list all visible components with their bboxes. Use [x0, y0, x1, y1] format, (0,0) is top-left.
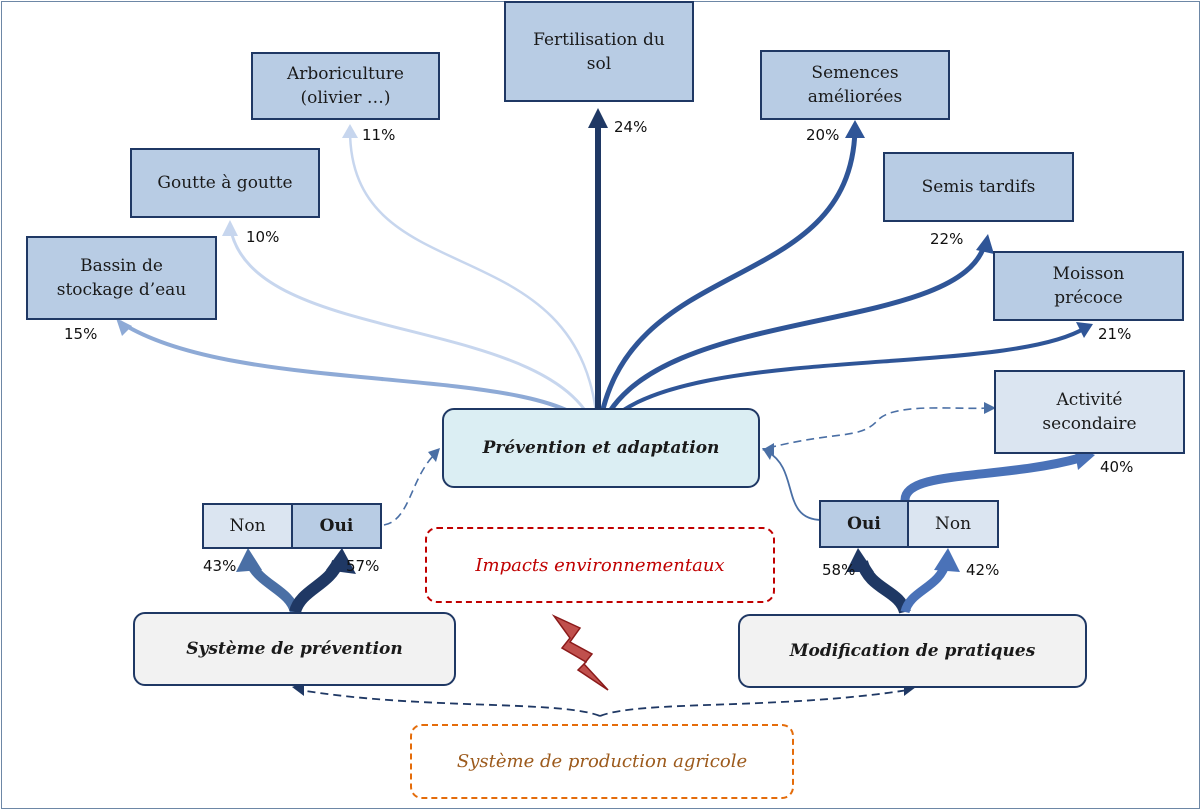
dashed-production-left — [299, 689, 601, 717]
arrowhead-goutte — [222, 220, 238, 236]
outcome-arbo-line2: (olivier …) — [300, 88, 391, 108]
outcome-goutte-box: Goutte à goutte — [130, 148, 320, 218]
outcome-arbo-percent: 11% — [362, 126, 396, 144]
secondary-line1: Activité — [1056, 390, 1123, 410]
arrowhead-oui-right-to-center — [762, 448, 774, 460]
left-choice-non: Non — [202, 503, 293, 549]
dashed-production-right — [599, 689, 909, 717]
left-choice-oui-label: Oui — [319, 516, 354, 536]
outcome-goutte-percent: 10% — [246, 228, 280, 246]
outcome-semis-percent: 22% — [930, 230, 964, 248]
outcome-bassin-line1: Bassin de — [80, 256, 163, 276]
right-choice-oui-percent: 58% — [822, 561, 856, 579]
right-choice-non: Non — [907, 500, 999, 548]
production-system-label: Système de production agricole — [456, 751, 748, 772]
arrow-to-semences — [595, 129, 858, 437]
arrowhead-bassin — [116, 318, 132, 336]
arrow-to-goutte — [228, 225, 600, 437]
outcome-semences-line2: améliorées — [807, 87, 903, 107]
left-choice-oui: Oui — [291, 503, 382, 549]
center-node: Prévention et adaptation — [442, 408, 760, 488]
outcome-semences-percent: 20% — [806, 126, 840, 144]
left-choice-non-percent: 43% — [203, 557, 237, 575]
arrowhead-center-secondary-b — [984, 402, 996, 414]
outcome-moisson-percent: 21% — [1098, 325, 1132, 343]
arrowhead-left-oui — [326, 548, 356, 574]
lightning-bolt-icon — [551, 614, 609, 691]
arrow-to-semis — [595, 242, 988, 437]
prevention-system-box: Système de prévention — [133, 612, 456, 686]
impacts-box: Impacts environnementaux — [425, 527, 775, 603]
arrowhead-oui-to-center — [428, 448, 440, 462]
arrowhead-fertil — [588, 108, 608, 128]
secondary-line2: secondaire — [1042, 414, 1137, 434]
secondary-activity-box: Activité secondaire — [994, 370, 1185, 454]
right-choice-non-label: Non — [934, 514, 972, 534]
right-choice-non-percent: 42% — [966, 561, 1000, 579]
left-choice-non-label: Non — [229, 516, 266, 536]
outcome-semis-box: Semis tardifs — [883, 152, 1074, 222]
secondary-percent: 40% — [1100, 458, 1134, 476]
arrowhead-right-oui — [846, 548, 874, 572]
right-choice-oui: Oui — [819, 500, 909, 548]
outcome-moisson-box: Moisson précoce — [993, 251, 1184, 321]
practice-change-box: Modification de pratiques — [738, 614, 1087, 688]
outcome-arbo-box: Arboriculture (olivier …) — [251, 52, 440, 120]
outcome-moisson-line1: Moisson — [1052, 264, 1125, 284]
outcome-fertil-line2: sol — [586, 53, 612, 74]
outcome-arbo-line1: Arboriculture — [287, 64, 404, 84]
arrowhead-arbo — [342, 124, 358, 138]
outcome-fertil-box: Fertilisation du sol — [504, 1, 694, 102]
outcome-fertil-line1: Fertilisation du — [533, 29, 665, 50]
prevention-system-label: Système de prévention — [186, 639, 403, 659]
left-choice-oui-percent: 57% — [346, 557, 380, 575]
arrow-to-arbo — [348, 129, 600, 437]
arrowhead-right-non — [934, 548, 960, 572]
outcome-goutte-line1: Goutte à goutte — [157, 173, 293, 193]
outcome-bassin-box: Bassin de stockage d’eau — [26, 236, 217, 320]
outcome-bassin-percent: 15% — [64, 325, 98, 343]
practice-change-label: Modification de pratiques — [789, 641, 1036, 661]
outcome-semences-box: Semences améliorées — [760, 50, 950, 120]
outcome-moisson-line2: précoce — [1054, 288, 1123, 308]
arrowhead-semences — [845, 120, 865, 138]
arrow-to-moisson — [596, 326, 1087, 437]
outcome-semences-line1: Semences — [811, 63, 899, 83]
center-node-label: Prévention et adaptation — [482, 438, 720, 458]
solid-oui-to-center — [767, 451, 823, 521]
arrowhead-left-non — [236, 548, 262, 572]
outcome-bassin-line2: stockage d’eau — [56, 280, 187, 300]
arrowhead-semis — [976, 234, 994, 254]
outcome-semis-line1: Semis tardifs — [921, 177, 1036, 197]
dashed-center-secondary — [767, 407, 989, 449]
outcome-fertil-percent: 24% — [614, 118, 648, 136]
production-system-box: Système de production agricole — [410, 724, 794, 799]
impacts-label: Impacts environnementaux — [475, 554, 725, 576]
thick-oui-to-secondary — [900, 453, 1082, 501]
dashed-oui-to-center — [383, 454, 435, 526]
arrowhead-moisson — [1076, 322, 1093, 338]
right-choice-oui-label: Oui — [847, 514, 881, 534]
